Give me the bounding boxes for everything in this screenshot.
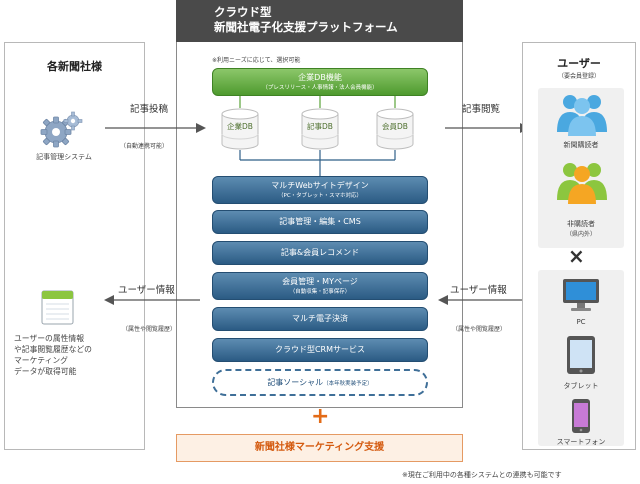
- left-description-line: や記事閲覧履歴などの: [14, 345, 92, 354]
- db-cylinder-enterprise: 企業DB: [220, 108, 260, 150]
- service-bar-member: 会員管理・MYページ （自動収集・記事保存）: [212, 272, 428, 300]
- enterprise-db-bar: 企業DB機能 （プレスリリース・人事情報・法人会員機能）: [212, 68, 428, 96]
- gear-icon: [38, 110, 84, 152]
- db-cylinder-member: 会員DB: [375, 108, 415, 150]
- service-label: クラウド型CRMサービス: [274, 345, 366, 354]
- plus-icon: +: [311, 404, 330, 429]
- device-label-pc: PC: [576, 318, 586, 326]
- notepad-icon: [40, 288, 76, 326]
- footnote: ※現在ご利用中の各種システムとの連携も可能です: [402, 471, 562, 479]
- right-panel-subtitle: （要会員登録）: [557, 73, 600, 80]
- selection-note: ※利用ニーズに応じて、選択可能: [212, 57, 301, 64]
- enterprise-db-label: 企業DB機能: [298, 73, 342, 82]
- left-description: ユーザーの属性情報 や記事閲覧履歴などの マーケティング データが取得可能: [14, 333, 134, 377]
- service-label: マルチWebサイトデザイン: [271, 181, 369, 190]
- marketing-support-box: 新聞社様マーケティング支援: [176, 434, 463, 462]
- non-subscribers-label: 非購読者: [567, 220, 595, 228]
- platform-box: [176, 42, 463, 408]
- smartphone-icon: [570, 398, 592, 434]
- social-sub: （本年秋実装予定）: [323, 381, 373, 387]
- non-subscribers-sub: （県内外）: [565, 231, 596, 238]
- db-cylinder-article: 記事DB: [300, 108, 340, 150]
- user-info-right-label: ユーザー情報: [450, 285, 507, 296]
- db-label: 記事DB: [307, 122, 333, 131]
- db-label: 会員DB: [382, 122, 408, 131]
- device-label-tablet: タブレット: [563, 382, 599, 390]
- left-description-line: マーケティング: [14, 356, 68, 365]
- pc-icon: [561, 277, 601, 313]
- device-label-smartphone: スマートフォン: [556, 438, 606, 446]
- service-bar-multiweb: マルチWebサイトデザイン （PC・タブレット・スマホ対応）: [212, 176, 428, 204]
- times-icon: ×: [568, 244, 585, 268]
- social-planned-box: 記事ソーシャル（本年秋実装予定）: [212, 369, 428, 396]
- right-panel-title: ユーザー: [557, 57, 601, 70]
- platform-header: クラウド型 新聞社電子化支援プラットフォーム: [176, 0, 463, 42]
- service-label: マルチ電子決済: [292, 314, 348, 323]
- user-info-right-sub: （属性や閲覧履歴）: [452, 326, 507, 333]
- service-label: 記事管理・編集・CMS: [279, 217, 361, 226]
- browse-arrow-label: 記事閲覧: [462, 104, 501, 115]
- left-description-line: ユーザーの属性情報: [14, 334, 85, 343]
- post-arrow-sub: （自動連携可能）: [120, 143, 169, 150]
- subscribers-label: 新聞購読者: [563, 141, 599, 149]
- non-subscribers-icon: [552, 160, 612, 204]
- user-info-left-sub: （属性や閲覧履歴）: [122, 326, 177, 333]
- service-bar-payment: マルチ電子決済: [212, 307, 428, 331]
- left-panel-title: 各新聞社様: [47, 60, 102, 73]
- platform-title-line2: 新聞社電子化支援プラットフォーム: [214, 20, 398, 34]
- platform-title-line1: クラウド型: [214, 5, 272, 19]
- subscribers-icon: [552, 92, 612, 136]
- service-sub: （PC・タブレット・スマホ対応）: [278, 193, 362, 199]
- left-panel: 各新聞社様: [4, 42, 145, 450]
- cms-label: 記事管理システム: [36, 153, 92, 161]
- service-bar-crm: クラウド型CRMサービス: [212, 338, 428, 362]
- tablet-icon: [565, 334, 597, 376]
- social-label: 記事ソーシャル: [267, 378, 324, 387]
- service-label: 会員管理・MYページ: [282, 277, 358, 286]
- user-info-left-label: ユーザー情報: [118, 285, 175, 296]
- service-bar-recommend: 記事&会員レコメンド: [212, 241, 428, 265]
- enterprise-db-sub: （プレスリリース・人事情報・法人会員機能）: [262, 85, 378, 91]
- service-sub: （自動収集・記事保存）: [289, 289, 351, 295]
- service-bar-cms: 記事管理・編集・CMS: [212, 210, 428, 234]
- left-description-line: データが取得可能: [14, 367, 77, 376]
- post-arrow-label: 記事投稿: [130, 104, 169, 115]
- db-label: 企業DB: [227, 122, 253, 131]
- service-label: 記事&会員レコメンド: [280, 248, 360, 257]
